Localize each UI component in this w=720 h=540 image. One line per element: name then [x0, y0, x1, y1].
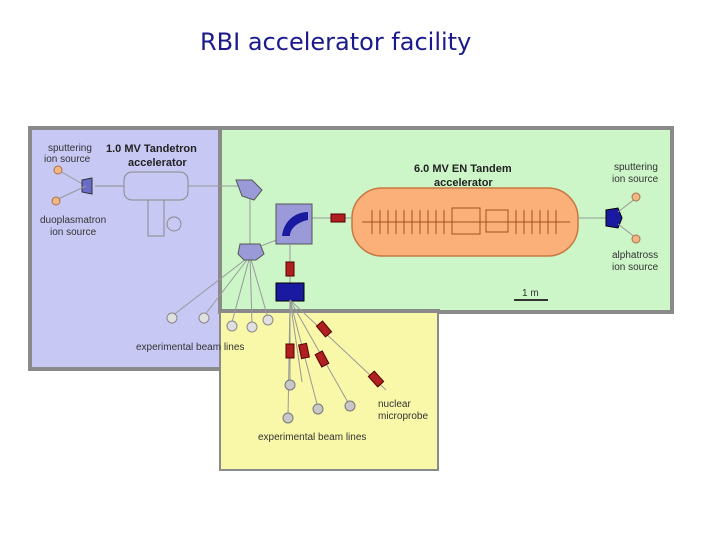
analyzing-magnet-tandem: [275, 203, 313, 245]
experimental-top-label: experimental beam lines: [136, 342, 244, 353]
alphatross-label: alphatross: [612, 250, 658, 261]
duoplasmatron-label: duoplasmatron: [40, 215, 106, 226]
slit-vertical: [285, 261, 295, 277]
sputtering-ion-source-left: [53, 165, 93, 195]
sputtering-left-label: sputtering: [48, 143, 92, 154]
scale-label: 1 m: [522, 288, 539, 299]
analyzing-magnet-top: [235, 179, 263, 201]
duoplasmatron-label-2: ion source: [50, 227, 97, 238]
nuclear-label: nuclear: [378, 399, 411, 410]
switching-magnet-tandetron: [237, 243, 265, 261]
sputtering-left-label-2: ion source: [44, 154, 91, 165]
microprobe-label: microprobe: [378, 411, 428, 422]
sputtering-right-label-2: ion source: [612, 174, 659, 185]
duoplasmatron-ion-source: [51, 185, 87, 206]
experimental-hall: [219, 311, 439, 471]
ion-source-injector-right: [605, 192, 641, 244]
sputtering-right-label: sputtering: [614, 162, 658, 173]
experimental-bottom-label: experimental beam lines: [258, 432, 366, 443]
tandem-label: 6.0 MV EN Tandem: [414, 163, 512, 175]
tandetron-label: 1.0 MV Tandetron: [106, 143, 197, 155]
tandem-accelerator: [351, 187, 579, 257]
switching-magnet-tandem: [275, 282, 305, 302]
tandem-label-2: accelerator: [434, 177, 493, 189]
experimental-endpoints: [282, 379, 356, 424]
page-title: RBI accelerator facility: [200, 28, 472, 56]
slit-tandem: [330, 213, 346, 223]
tandetron-label-2: accelerator: [128, 157, 187, 169]
alphatross-label-2: ion source: [612, 262, 659, 273]
